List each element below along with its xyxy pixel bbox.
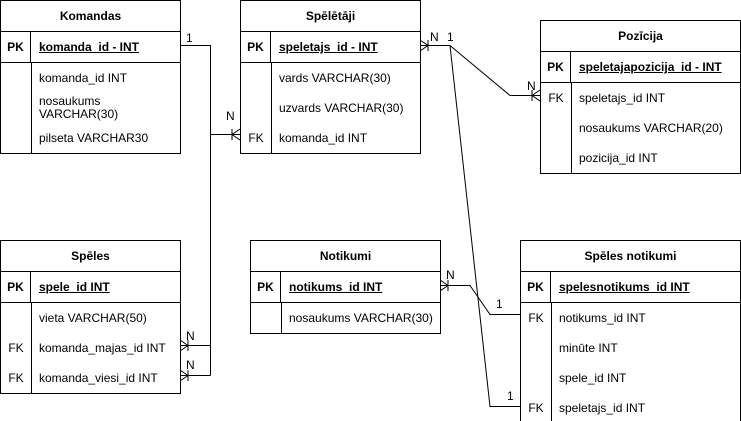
cardinality-label: 1 (186, 31, 193, 45)
entity-title: Spēles (1, 241, 180, 272)
field-name: pozicija_id INT (579, 151, 658, 165)
field-name: komanda_id INT (279, 131, 368, 145)
primary-key-row: PK notikums_id INT (251, 272, 440, 303)
field-row: FK komanda_id INT (241, 123, 420, 153)
field-name: komanda_viesi_id INT (39, 371, 158, 385)
field-name: notikums_id INT (559, 311, 646, 325)
field-name: minūte INT (559, 341, 618, 355)
entity-komandas[interactable]: Komandas PK komanda_id - INT komanda_id … (0, 0, 181, 154)
entity-title: Pozīcija (541, 21, 740, 52)
primary-key-row: PK spelesnotikums_id INT (521, 272, 740, 303)
entity-title: Notikumi (251, 241, 440, 272)
field-row: nosaukums VARCHAR(30) (251, 303, 440, 333)
entity-speles-notikumi[interactable]: Spēles notikumi PK spelesnotikums_id INT… (520, 240, 741, 421)
cardinality-label: N (527, 79, 536, 93)
field-name: vards VARCHAR(30) (279, 71, 391, 85)
field-name: speletajs_id INT (579, 91, 666, 105)
field-row: vards VARCHAR(30) (241, 63, 420, 93)
link-speletaji-pozicija (420, 45, 540, 96)
field-row: FK speletajs_id INT (521, 393, 740, 421)
field-row: FK komanda_viesi_id INT (1, 363, 180, 393)
field-name: komanda_majas_id INT (39, 341, 166, 355)
field-row: uzvards VARCHAR(30) (241, 93, 420, 123)
cardinality-label: N (186, 329, 195, 343)
field-row: komanda_id INT (1, 63, 180, 93)
primary-key-row: PK speletajs_id - INT (241, 32, 420, 63)
crowfoot-icon (179, 369, 189, 382)
primary-key-row: PK komanda_id - INT (1, 32, 180, 63)
key-type: FK (8, 371, 24, 385)
key-type: PK (1, 272, 31, 302)
field-name: uzvards VARCHAR(30) (279, 101, 404, 115)
entity-speles[interactable]: Spēles PK spele_id INT vieta VARCHAR(50)… (0, 240, 181, 394)
key-type: PK (521, 272, 551, 302)
entity-notikumi[interactable]: Notikumi PK notikums_id INT nosaukums VA… (250, 240, 441, 334)
field-name: notikums_id INT (289, 280, 383, 294)
key-type: FK (548, 91, 564, 105)
field-row: pilseta VARCHAR30 (1, 123, 180, 153)
entity-title: Komandas (1, 1, 180, 32)
primary-key-row: PK speletajapozicija_id - INT (541, 52, 740, 83)
key-type: PK (1, 32, 31, 62)
cardinality-label: 1 (447, 30, 454, 44)
crowfoot-icon (179, 339, 189, 352)
field-row: spele_id INT (521, 363, 740, 393)
key-type: FK (8, 341, 24, 355)
cardinality-label: 1 (496, 297, 503, 311)
field-name: spele_id INT (39, 280, 110, 294)
crowfoot-icon (231, 128, 241, 141)
cardinality-label: N (446, 268, 455, 282)
key-type: PK (541, 52, 571, 82)
field-name: nosaukums VARCHAR(30) (289, 311, 433, 325)
field-name: pilseta VARCHAR30 (39, 131, 149, 145)
cardinality-label: 1 (507, 389, 514, 403)
field-row: pozicija_id INT (541, 143, 740, 173)
entity-speletaji[interactable]: Spēlētāji PK speletajs_id - INT vards VA… (240, 0, 421, 154)
field-row: FK speletajs_id INT (541, 83, 740, 113)
field-name: speletajapozicija_id - INT (579, 60, 722, 74)
key-type: FK (528, 311, 544, 325)
field-name: speletajs_id - INT (279, 40, 378, 54)
link-speletaji-speles-notikumi (449, 45, 520, 407)
field-name: spele_id INT (559, 371, 627, 385)
field-row: nosaukums VARCHAR(20) (541, 113, 740, 143)
key-type: FK (528, 401, 544, 415)
field-name: vieta VARCHAR(50) (39, 311, 147, 325)
cardinality-label: N (430, 30, 439, 44)
entity-title: Spēlētāji (241, 1, 420, 32)
entity-pozicija[interactable]: Pozīcija PK speletajapozicija_id - INT F… (540, 20, 741, 174)
field-row: FK notikums_id INT (521, 303, 740, 333)
entity-title: Spēles notikumi (521, 241, 740, 272)
field-name: speletajs_id INT (559, 401, 646, 415)
cardinality-label: N (226, 109, 235, 123)
crowfoot-icon (439, 279, 449, 292)
cardinality-label: N (186, 358, 195, 372)
link-notikumi-speles-notikumi (440, 285, 520, 315)
key-type: PK (241, 32, 271, 62)
crowfoot-icon (531, 89, 541, 102)
field-name: komanda_id INT (39, 71, 128, 85)
field-name: nosaukums VARCHAR(20) (579, 121, 723, 135)
field-name: komanda_id - INT (39, 40, 140, 54)
field-row: FK komanda_majas_id INT (1, 333, 180, 363)
field-row: minūte INT (521, 333, 740, 363)
crowfoot-icons (179, 39, 541, 382)
crowfoot-icon (419, 39, 429, 52)
field-row: vieta VARCHAR(50) (1, 303, 180, 333)
field-name: nosaukums VARCHAR(30) (39, 94, 119, 121)
key-type: PK (251, 272, 281, 302)
field-row: nosaukums VARCHAR(30) (1, 93, 180, 123)
link-komandas-speletaji (180, 45, 240, 376)
primary-key-row: PK spele_id INT (1, 272, 180, 303)
field-name: spelesnotikums_id INT (559, 280, 690, 294)
key-type: FK (248, 131, 264, 145)
